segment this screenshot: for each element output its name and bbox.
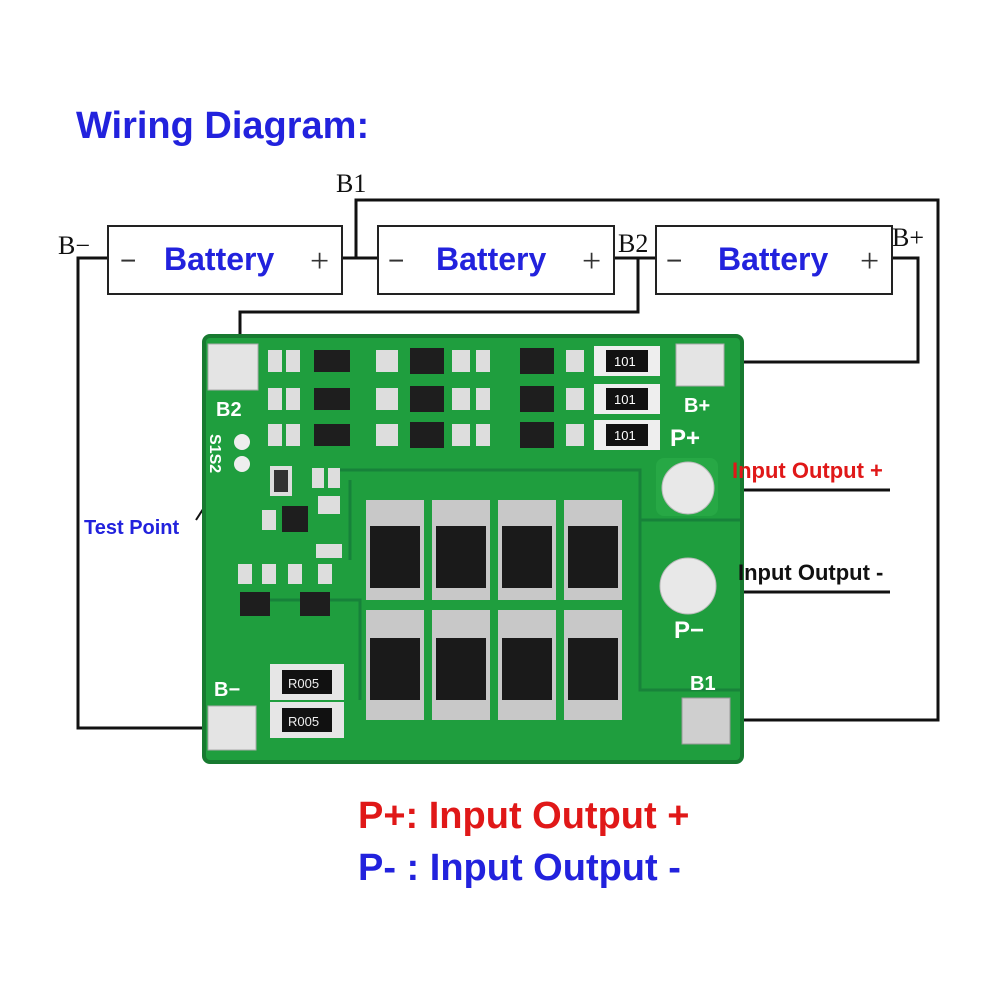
wire-b-plus [720, 256, 920, 364]
battery-2-minus: − [388, 245, 404, 276]
battery-3-plus: + [860, 243, 879, 280]
battery-1: − Battery + [107, 225, 343, 295]
callout-input-output-minus: Input Output - [738, 560, 883, 585]
battery-1-minus: − [120, 245, 136, 276]
wires [76, 198, 940, 730]
legend-p-minus: P- : Input Output - [358, 847, 681, 889]
chip-label-101-c: 101 [614, 428, 636, 443]
battery-1-plus: + [310, 243, 329, 280]
callout-input-output-plus: Input Output + [732, 458, 883, 483]
mosfets-bottom [366, 610, 622, 720]
test-point-s1 [234, 434, 250, 450]
board-label-b-minus: B− [214, 679, 240, 701]
balance-rows [268, 346, 660, 450]
board-label-b-plus: B+ [684, 395, 710, 417]
pad-p-minus [659, 557, 717, 615]
row-2 [268, 384, 660, 414]
diagram-title: Wiring Diagram: [76, 105, 369, 147]
resistor-label-2: R005 [288, 714, 319, 729]
terminal-b2: B2 [618, 229, 648, 258]
test-point-s2 [234, 456, 250, 472]
pad-b2 [207, 343, 259, 391]
terminal-b-minus: B− [58, 231, 90, 260]
pad-b-plus [675, 343, 725, 387]
board-label-s1s2: S1S2 [206, 434, 223, 473]
battery-2-plus: + [582, 243, 601, 280]
battery-3: − Battery + [655, 225, 893, 295]
board-label-b1: B1 [690, 673, 716, 695]
pad-b-minus [207, 705, 257, 751]
battery-2-label: Battery [436, 241, 546, 277]
callout-test-point: Test Point [84, 517, 180, 539]
terminal-b-plus: B+ [892, 223, 924, 252]
board-label-p-minus: P− [674, 617, 704, 644]
battery-2: − Battery + [377, 225, 615, 295]
board-label-p-plus: P+ [670, 425, 700, 452]
row-1 [268, 346, 660, 376]
battery-3-minus: − [666, 245, 682, 276]
chip-label-101-b: 101 [614, 392, 636, 407]
wire-b-minus [76, 256, 208, 730]
resistor-label-1: R005 [288, 676, 319, 691]
battery-1-label: Battery [164, 241, 274, 277]
terminal-b1: B1 [336, 169, 366, 198]
mosfets-top [366, 500, 622, 600]
pad-b1 [681, 697, 731, 745]
board-label-b2: B2 [216, 399, 242, 421]
legend-p-plus: P+: Input Output + [358, 795, 689, 837]
chip-label-101-a: 101 [614, 354, 636, 369]
pad-p-plus [661, 461, 715, 515]
row-3 [268, 420, 660, 450]
battery-3-label: Battery [718, 241, 828, 277]
pcb-board: 101 101 101 [202, 334, 744, 764]
